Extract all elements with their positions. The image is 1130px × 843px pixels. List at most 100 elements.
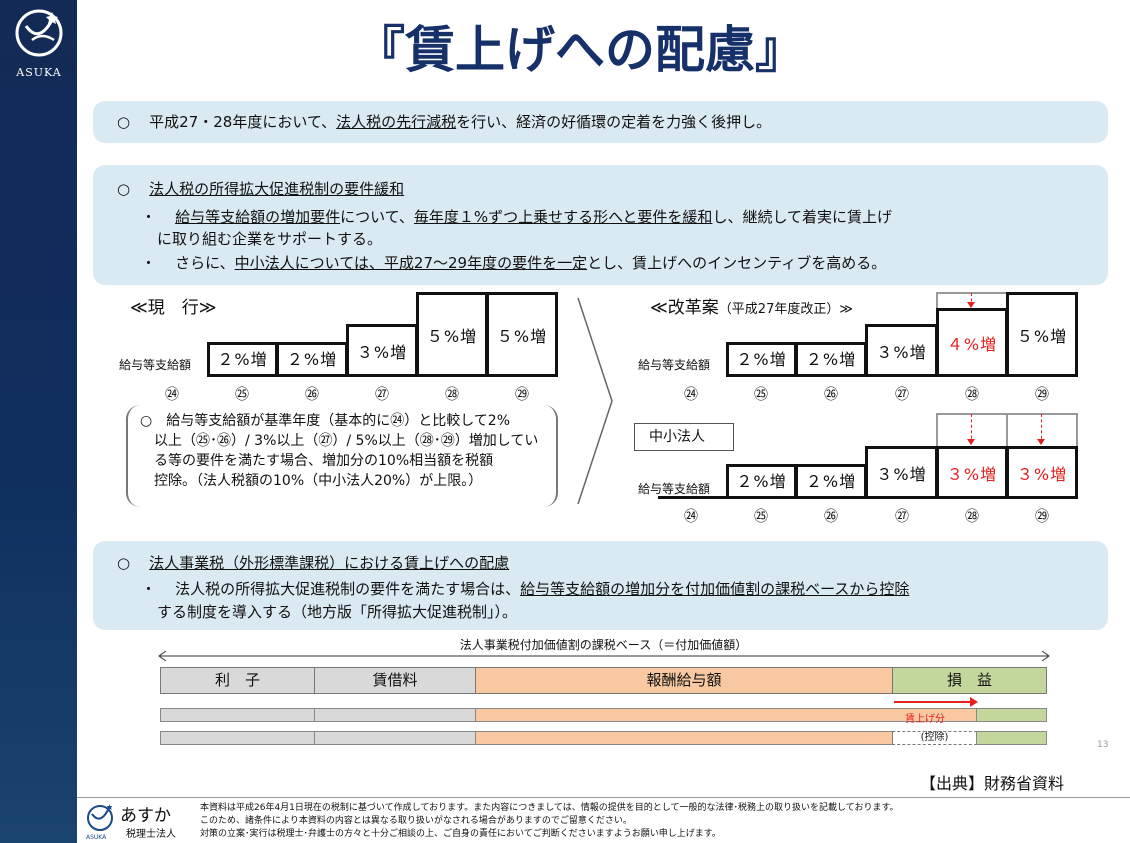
year-26: ㉖ (305, 387, 319, 403)
base-chart-title: 法人事業税付加価値割の課税ベース（＝付加価値額） (459, 638, 748, 652)
segment-profit-loss: 損 益 (892, 667, 1047, 694)
current-step-29: ５%増 (486, 292, 558, 376)
section-3-panel: ○ 法人事業税（外形標準課税）における賃上げへの配慮 ・ 法人税の所得拡大促進税… (93, 541, 1108, 630)
arrow-down-icon (967, 414, 975, 445)
reform-subtitle: （平成27年度改正）≫ (718, 302, 853, 317)
section-1-text: ○ 平成27・28年度において、法人税の先行減税を行い、経済の好循環の定着を力強… (117, 112, 771, 132)
disclaimer-line: 本資料は平成26年4月1日現在の税制に基づいて作成しております。また内容につきま… (200, 803, 899, 813)
bullet: ○ (117, 113, 131, 131)
sme-step-29: ３%増 (1006, 446, 1078, 498)
text: 平成27・28年度において、 (149, 113, 337, 131)
current-row-label: 給与等支給額 (119, 358, 192, 372)
section-2-bullet-1-cont: に取り組む企業をサポートする。 (157, 230, 383, 248)
sme-step-28: ３%増 (936, 446, 1008, 498)
section-1-panel: ○ 平成27・28年度において、法人税の先行減税を行い、経済の好循環の定着を力強… (93, 101, 1108, 143)
year-27: ㉗ (375, 387, 389, 403)
text: について、 (340, 208, 414, 226)
year-24: ㉔ (684, 387, 698, 403)
row3-rent (314, 731, 476, 745)
emphasis: 給与等支給額の増加分を付加価値割の課税ベースから控除 (520, 580, 910, 598)
sme-baseline (658, 496, 1078, 499)
row3-profit (976, 731, 1047, 745)
footer-disclaimer: 本資料は平成26年4月1日現在の税制に基づいて作成しております。また内容につきま… (200, 802, 899, 841)
raise-label: 賃上げ分 (905, 714, 945, 725)
disclaimer-line: このため、諸条件により本資料の内容とは異なる取り扱いがなされる場合がありますので… (200, 816, 632, 826)
sme-ghost-29 (1006, 413, 1078, 447)
asuka-emblem-icon (87, 804, 113, 831)
row2-rent (314, 708, 476, 722)
bullet: ・ (141, 580, 157, 598)
row3-compensation (475, 731, 893, 745)
footer-brand-en: ASUKA (86, 834, 107, 841)
current-step-26: ２%増 (276, 342, 348, 376)
year-29: ㉙ (1035, 387, 1049, 403)
reform-step-27: ３%増 (865, 324, 938, 376)
sme-step-27: ３%増 (865, 446, 938, 498)
note-line: る等の要件を満たす場合、増加分の10%相当額を税額 (154, 453, 494, 469)
year-24: ㉔ (684, 509, 698, 525)
logo-emblem-icon (15, 9, 63, 57)
current-step-27: ３%増 (346, 324, 418, 376)
year-24: ㉔ (165, 387, 179, 403)
bullet: ・ (141, 254, 157, 272)
year-28: ㉘ (445, 387, 459, 403)
section-2-panel: ○ 法人税の所得拡大促進税制の要件緩和 ・ 給与等支給額の増加要件について、毎年… (93, 165, 1108, 285)
row3-interest (160, 731, 315, 745)
row2-compensation (475, 708, 977, 722)
reform-step-26: ２%増 (795, 342, 867, 376)
sme-step-25: ２%増 (726, 464, 797, 498)
sme-row-label: 給与等支給額 (638, 482, 711, 496)
emphasis: 中小法人については、平成27〜29年度の要件を一定 (234, 254, 588, 272)
text: し、継続して着実に賃上げ (712, 208, 892, 226)
row2-profit (976, 708, 1047, 722)
page-number: 13 (1097, 740, 1109, 750)
note-line: 控除。（法人税額の10%（中小法人20%）が上限。） (154, 473, 483, 489)
note-line: 以上（㉕･㉖）/ 3%以上（㉗）/ 5%以上（㉘･㉙）増加してい (154, 433, 539, 449)
heading-text: 法人事業税（外形標準課税）における賃上げへの配慮 (149, 554, 510, 572)
reform-baseline (726, 374, 1078, 377)
reform-heading: ≪改革案（平成27年度改正）≫ (650, 298, 853, 320)
year-25: ㉕ (754, 387, 768, 403)
bullet: ・ (141, 208, 157, 226)
emphasis: 法人税の先行減税 (336, 113, 457, 131)
double-arrow-icon (158, 650, 1050, 662)
segment-interest: 利 子 (160, 667, 315, 694)
sme-label: 中小法人 (634, 423, 734, 451)
reform-step-28: ４%増 (936, 308, 1008, 376)
year-27: ㉗ (895, 509, 909, 525)
sidebar: ASUKA (0, 0, 77, 843)
row2-interest (160, 708, 315, 722)
disclaimer-line: 対策の立案･実行は税理士･弁護士の方々と十分ご相談の上、ご自身の責任においてご判… (200, 829, 721, 839)
text: さらに、 (175, 254, 235, 272)
text: を行い、経済の好循環の定着を力強く後押し。 (456, 113, 772, 131)
year-25: ㉕ (235, 387, 249, 403)
chevron-right-icon (577, 297, 613, 505)
arrow-down-icon (967, 293, 975, 308)
asuka-logo: ASUKA (8, 6, 70, 86)
year-29: ㉙ (515, 387, 529, 403)
logo-text: ASUKA (16, 66, 62, 79)
segment-compensation: 報酬給与額 (475, 667, 893, 694)
text: とし、賃上げへのインセンティブを高める。 (587, 254, 887, 272)
footer-divider (77, 797, 1130, 798)
footer-brand-sub: 税理士法人 (126, 829, 176, 840)
segment-rent: 賃借料 (314, 667, 476, 694)
year-26: ㉖ (824, 387, 838, 403)
emphasis: 給与等支給額の増加要件 (175, 208, 341, 226)
year-28: ㉘ (965, 509, 979, 525)
section-2-heading: ○ 法人税の所得拡大促進税制の要件緩和 (117, 179, 404, 199)
year-27: ㉗ (895, 387, 909, 403)
bullet: ○ (117, 180, 131, 198)
section-2-bullet-2: ・ さらに、中小法人については、平成27〜29年度の要件を一定とし、賃上げへのイ… (141, 253, 886, 273)
arrow-right-icon (894, 697, 978, 707)
reform-step-29: ５%増 (1006, 292, 1078, 376)
current-heading: ≪現 行≫ (130, 298, 217, 318)
footer-logo: あすか 税理士法人 ASUKA (84, 801, 194, 841)
emphasis: 毎年度１%ずつ上乗せする形へと要件を緩和 (413, 208, 713, 226)
sme-step-26: ２%増 (795, 464, 867, 498)
section-3-bullet: ・ 法人税の所得拡大促進税制の要件を満たす場合は、給与等支給額の増加分を付加価値… (141, 579, 909, 599)
text: 法人税の所得拡大促進税制の要件を満たす場合は、 (175, 580, 521, 598)
reform-step-25: ２%増 (726, 342, 797, 376)
year-26: ㉖ (824, 509, 838, 525)
footer-brand: あすか (120, 806, 171, 826)
